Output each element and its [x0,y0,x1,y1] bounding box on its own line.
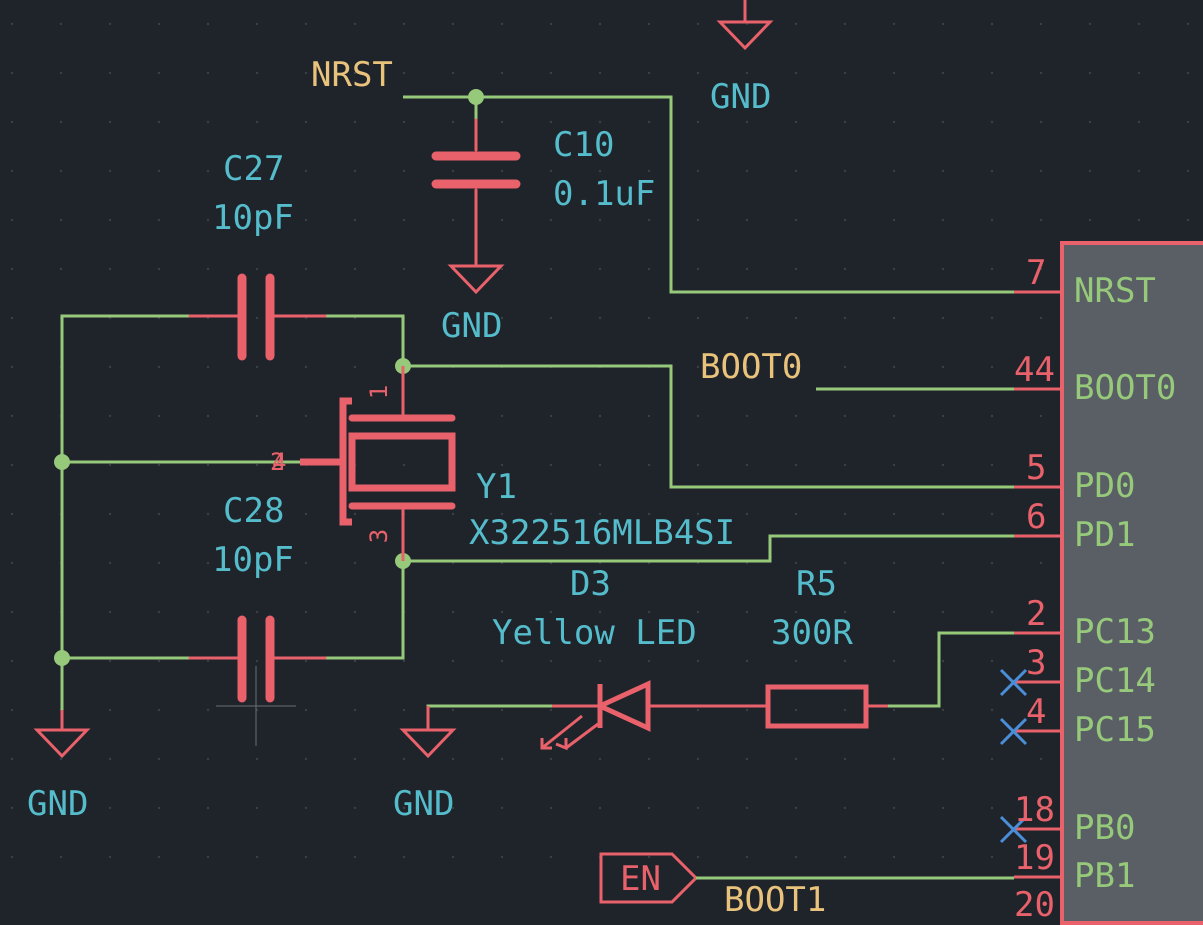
wires [60,95,1014,728]
gnd-symbols [33,0,774,759]
y1-pin-2: 2 [270,448,285,476]
ic-pin-num-pd1: 6 [1026,497,1047,537]
c28-value: 10pF [212,540,294,580]
net-label-boot1[interactable]: BOOT1 [724,880,827,920]
wire-pd0 [403,364,1014,489]
wire-led-gnd [426,704,552,728]
c27-ref: C27 [223,149,285,189]
gnd-label-left: GND [27,784,89,824]
y1-pin-1: 1 [365,384,394,400]
wire-c28-right [325,530,405,660]
net-label-nrst[interactable]: NRST [311,55,393,95]
resistor-r5[interactable] [765,684,888,729]
ic-body[interactable] [1060,241,1203,925]
flag-label-en[interactable]: EN [620,859,661,899]
c27-value: 10pF [212,198,294,238]
c10-ref: C10 [553,125,615,165]
ic-pin-num-pd0: 5 [1026,448,1047,488]
c10-value: 0.1uF [553,174,656,214]
gnd-label-c10: GND [441,306,503,346]
d3-ref: D3 [570,564,611,604]
gnd-label-led: GND [393,784,455,824]
y1-pin-4: 4 [272,448,287,476]
no-connect-markers [999,668,1028,844]
ic-pin-name-pc15[interactable]: PC15 [1074,710,1156,750]
capacitor-c28[interactable] [188,615,327,703]
gnd-label-top: GND [710,77,772,117]
ic-pin-num-boot0: 44 [1014,350,1055,390]
ic-pin-name-pc13[interactable]: PC13 [1074,612,1156,652]
wire-pd1 [403,534,1014,563]
capacitor-c27[interactable] [188,273,327,361]
wire-c27-right [325,314,405,390]
ic-pin-name-nrst[interactable]: NRST [1074,271,1156,311]
wire-c27 [60,314,190,658]
ic-pin-num-pb0: 18 [1014,790,1055,830]
ic-pin-num-pb1: 19 [1014,838,1055,878]
c28-ref: C28 [223,491,285,531]
led-d3[interactable] [540,680,768,751]
cursor-crosshair [216,666,296,746]
capacitor-c10[interactable] [431,118,521,207]
schematic-drawing [10,0,1203,925]
wire-nrst [403,95,1014,294]
y1-pin-3: 3 [365,528,394,544]
y1-ref: Y1 [476,467,517,507]
crystal-y1[interactable] [300,366,456,561]
r5-ref: R5 [796,564,837,604]
y1-value: X322516MLB4SI [469,513,736,553]
net-label-boot0[interactable]: BOOT0 [700,347,803,387]
ic-pin-stubs [1014,290,1062,879]
ic-pin-num-pc13: 2 [1026,594,1047,634]
ic-pin-name-pb1[interactable]: PB1 [1074,856,1136,896]
en-flag[interactable] [599,852,699,904]
ic-pin-num-pc14: 3 [1026,643,1047,683]
ic-pin-name-boot0[interactable]: BOOT0 [1074,368,1177,408]
ic-pin-name-pd1[interactable]: PD1 [1074,515,1136,555]
ic-pin-name-pc14[interactable]: PC14 [1074,661,1156,701]
wire-pc13 [888,631,1014,708]
ic-pin-name-pd0[interactable]: PD0 [1074,466,1136,506]
ic-pin-num-pc15: 4 [1026,692,1047,732]
ic-pin-num-nrst: 7 [1026,253,1047,293]
d3-value: Yellow LED [492,613,697,653]
ic-pin-name-pb0[interactable]: PB0 [1074,808,1136,848]
ic-pin-num-20: 20 [1014,885,1055,925]
r5-value: 300R [771,613,853,653]
